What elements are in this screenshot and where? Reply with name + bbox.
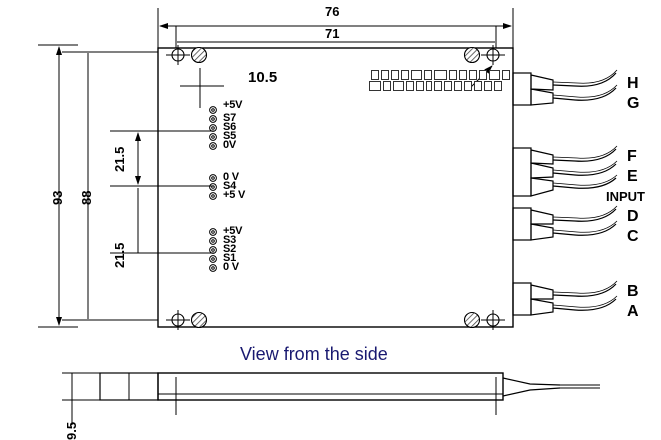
terminal-pin-label: S2 (223, 243, 237, 255)
missing-glyph-box (434, 70, 447, 80)
missing-glyph-box (469, 70, 477, 80)
missing-glyph-box (502, 70, 510, 80)
missing-glyph-box (393, 81, 404, 91)
dimension-offset: 10.5 (248, 69, 278, 86)
missing-glyph-box (411, 70, 422, 80)
terminal-pin-label: +5V (223, 99, 243, 111)
missing-glyph-box (459, 70, 467, 80)
terminal-pin-label: S7 (223, 112, 237, 124)
terminal-pin-label: S3 (223, 234, 237, 246)
missing-glyph-box (479, 70, 487, 80)
cable-label-b: B (627, 283, 639, 300)
missing-glyph-box (383, 81, 391, 91)
view-caption: View from the side (240, 344, 388, 364)
missing-glyph-box (454, 81, 462, 91)
missing-glyph-box (474, 81, 482, 91)
cable-label-input: INPUT (606, 189, 645, 204)
missing-glyph-box (381, 70, 389, 80)
terminal-pin-label: 0 V (223, 171, 239, 183)
terminal-pin-label: S4 (223, 180, 237, 192)
cable-label-e: E (627, 168, 638, 185)
cable-label-a: A (627, 303, 639, 320)
cable-label-h: H (627, 75, 639, 92)
terminal-pin-label: +5V (223, 225, 243, 237)
dimension-left-outer: 93 (50, 190, 65, 205)
dimension-internal-upper: 21.5 (112, 146, 127, 172)
missing-glyph-box (371, 70, 379, 80)
dimension-top-outer: 76 (325, 4, 340, 19)
missing-glyph-box (449, 70, 457, 80)
terminal-pin-label: 0V (223, 139, 237, 151)
missing-glyph-box (406, 81, 414, 91)
cable-label-d: D (627, 208, 639, 225)
missing-glyph-box (489, 70, 500, 80)
missing-glyph-box (424, 70, 432, 80)
terminal-pin-label: +5 V (223, 189, 246, 201)
missing-glyph-box (444, 81, 452, 91)
cable-label-f: F (627, 148, 637, 165)
annotation-note-line-2 (369, 81, 502, 91)
missing-glyph-box (464, 81, 472, 91)
terminal-pin-label: S5 (223, 130, 237, 142)
missing-glyph-box (494, 81, 502, 91)
dimension-top-inner: 71 (325, 26, 340, 41)
missing-glyph-box (369, 81, 381, 91)
terminal-pin-label: S1 (223, 252, 237, 264)
dimension-left-inner: 88 (79, 190, 94, 205)
missing-glyph-box (391, 70, 399, 80)
cable-label-g: G (627, 95, 640, 112)
dimension-thickness: 9.5 (64, 421, 79, 440)
missing-glyph-box (416, 81, 424, 91)
missing-glyph-box (484, 81, 492, 91)
terminal-pin-label: 0 V (223, 261, 239, 273)
terminal-pin-label: S6 (223, 121, 237, 133)
missing-glyph-box (434, 81, 442, 91)
missing-glyph-box (401, 70, 409, 80)
annotation-note-line-1 (371, 70, 510, 80)
dimension-internal-lower: 21.5 (112, 242, 127, 268)
missing-glyph-box (426, 81, 432, 91)
cable-label-c: C (627, 228, 639, 245)
